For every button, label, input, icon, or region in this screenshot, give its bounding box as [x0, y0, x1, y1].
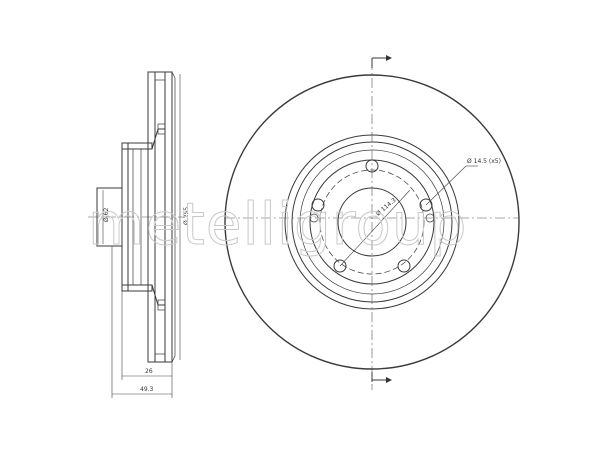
- bolt-hole: [333, 259, 347, 273]
- bolt-hole: [397, 259, 411, 273]
- watermark: metelligroup: [88, 190, 467, 258]
- dim-total-height: 49.3: [140, 386, 154, 393]
- hat-top-flange: [121, 142, 153, 150]
- dim-thickness: 26: [145, 368, 153, 375]
- bolt-hole: [311, 198, 325, 212]
- section-marker-bottom: [371, 372, 392, 383]
- dim-bolt-holes: Ø 14.5 (x5): [467, 158, 501, 165]
- dim-diameter-outer: Ø 255: [183, 207, 190, 225]
- dim-diameter-center: Ø 62: [103, 208, 110, 222]
- neck-top: [157, 123, 166, 135]
- section-marker-top: [371, 55, 392, 68]
- side-section-view: [88, 71, 185, 398]
- front-view: [224, 60, 520, 390]
- hat-bottom-flange: [121, 284, 153, 292]
- neck-bottom: [157, 299, 166, 311]
- bolt-hole: [419, 198, 433, 212]
